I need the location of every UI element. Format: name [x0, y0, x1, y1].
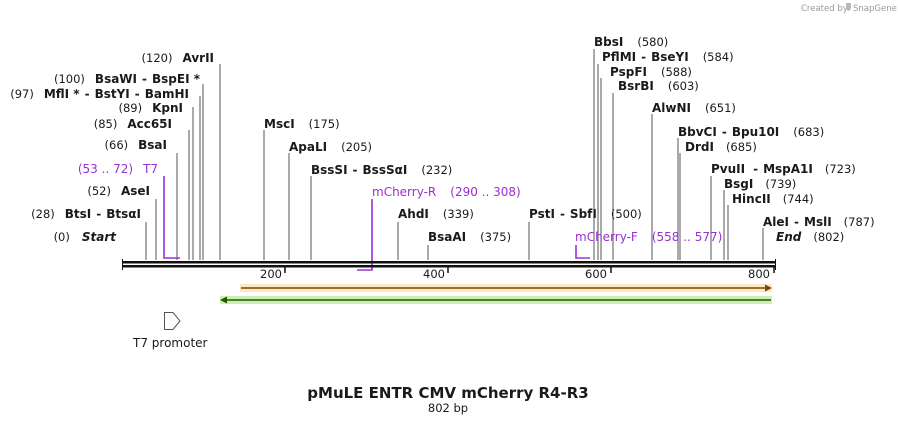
site-label-bsaai[interactable]: BsaAI(375) — [428, 230, 511, 244]
tick-label-600: 600 — [585, 267, 607, 281]
site-label-bsai[interactable]: (66)BsaI — [105, 138, 167, 152]
site-label-apali[interactable]: ApaLI(205) — [289, 140, 372, 154]
map-length: 802 bp — [428, 401, 468, 415]
tick-label-200: 200 — [260, 267, 282, 281]
map-title: pMuLE ENTR CMV mCherry R4-R3 — [307, 384, 588, 402]
site-label-msci[interactable]: MscI(175) — [264, 117, 340, 131]
site-label-acc65i[interactable]: (85)Acc65I — [94, 117, 172, 131]
primer-label-t7[interactable]: (53 .. 72)T7 — [78, 162, 158, 176]
site-label-pvuii[interactable]: PvuII-MspA1I(723) — [711, 162, 856, 176]
site-label-pspfi[interactable]: PspFI(588) — [610, 65, 692, 79]
site-label-start[interactable]: (0)Start — [54, 230, 118, 244]
primer-marker-t7[interactable] — [163, 176, 180, 259]
site-label-pflmi[interactable]: PflMI-BseYI(584) — [602, 50, 734, 64]
site-label-mfli[interactable]: (97)MflI *-BstYI-BamHI — [10, 87, 189, 101]
primer-marker-mcherry-r[interactable] — [357, 199, 373, 271]
site-label-alei[interactable]: AleI-MslI(787) — [763, 215, 875, 229]
site-label-bsrbi[interactable]: BsrBI(603) — [618, 79, 699, 93]
credit-prefix: Created by — [801, 4, 848, 14]
primer-labels: (53 .. 72)T7 mCherry-R(290 .. 308) mCher… — [78, 162, 722, 244]
primer-markers — [163, 176, 590, 271]
site-label-bbvci[interactable]: BbvCI-Bpu10I(683) — [678, 125, 824, 139]
snapgene-credit: Created by SnapGene — [801, 3, 897, 14]
site-label-alwni[interactable]: AlwNI(651) — [652, 101, 736, 115]
backbone — [122, 259, 776, 270]
site-label-end[interactable]: End(802) — [776, 230, 844, 244]
site-labels-right: MscI(175) ApaLI(205) BssSI-BssSαI(232) A… — [264, 35, 875, 244]
feature-t7-promoter[interactable]: T7 promoter — [132, 312, 208, 351]
site-labels-left: (0)Start (28)BtsI-BtsαI (52)AseI (66)Bsa… — [10, 51, 214, 244]
credit-brand: SnapGene — [853, 4, 897, 14]
site-label-asei[interactable]: (52)AseI — [87, 184, 150, 198]
site-label-kpni[interactable]: (89)KpnI — [118, 101, 183, 115]
site-label-drdi[interactable]: DrdI(685) — [685, 140, 757, 154]
scale: 200 400 600 800 — [260, 267, 775, 281]
site-label-bbsi[interactable]: BbsI(580) — [594, 35, 668, 49]
site-label-hincii[interactable]: HincII(744) — [732, 192, 814, 206]
feature-label-t7-promoter: T7 promoter — [132, 336, 208, 350]
tick-label-800: 800 — [748, 267, 770, 281]
backbone-top-strand — [122, 261, 776, 264]
site-label-bsssi[interactable]: BssSI-BssSαI(232) — [311, 163, 452, 177]
feature-orange-arrow[interactable] — [240, 284, 772, 292]
primer-label-mcherry-f[interactable]: mCherry-F(558 .. 577) — [575, 230, 722, 244]
site-label-bsgi[interactable]: BsgI(739) — [724, 177, 796, 191]
map-title-block: pMuLE ENTR CMV mCherry R4-R3 802 bp — [307, 384, 588, 415]
features: T7 promoter — [132, 284, 772, 350]
site-label-ahdi[interactable]: AhdI(339) — [398, 207, 474, 221]
site-label-btsi[interactable]: (28)BtsI-BtsαI — [31, 207, 141, 221]
primer-label-mcherry-r[interactable]: mCherry-R(290 .. 308) — [372, 185, 521, 199]
backbone-bottom-strand — [122, 265, 776, 268]
primer-marker-mcherry-f[interactable] — [575, 245, 590, 259]
site-label-psti[interactable]: PstI-SbfI(500) — [529, 207, 642, 221]
feature-green-arrow[interactable] — [220, 296, 772, 304]
snapgene-logo-icon — [846, 3, 851, 11]
site-lines — [145, 49, 764, 260]
site-label-avrii[interactable]: (120)AvrII — [142, 51, 214, 65]
tick-label-400: 400 — [423, 267, 445, 281]
promoter-arrow-icon — [164, 312, 181, 330]
site-label-bsawi[interactable]: (100)BsaWI-BspEI * — [54, 72, 201, 86]
